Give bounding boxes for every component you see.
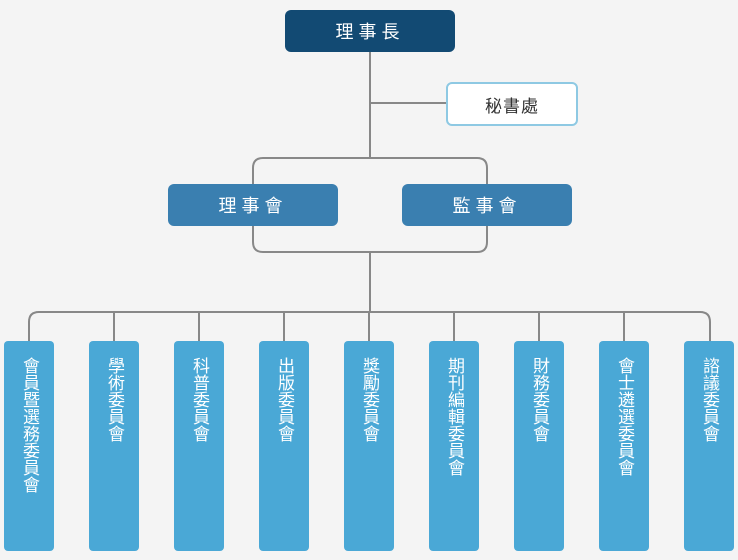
committee-label: 科普委員會 <box>189 357 209 442</box>
secretariat-node: 秘書處 <box>446 82 578 126</box>
committee-finance: 財務委員會 <box>514 341 564 551</box>
committee-advisory: 諮議委員會 <box>684 341 734 551</box>
committee-label: 出版委員會 <box>274 357 294 442</box>
committee-fellow-selection: 會士遴選委員會 <box>599 341 649 551</box>
committee-label: 財務委員會 <box>529 357 549 442</box>
committee-label: 會員暨選務委員會 <box>19 357 39 493</box>
boards-bracket-bottom <box>252 226 488 253</box>
chair-node: 理事長 <box>285 10 455 52</box>
committee-label: 學術委員會 <box>104 357 124 442</box>
committee-label: 獎勵委員會 <box>359 357 379 442</box>
board-of-directors-label: 理事會 <box>218 196 288 217</box>
committee-label: 期刊編輯委員會 <box>444 357 464 476</box>
committee-membership-election: 會員暨選務委員會 <box>4 341 54 551</box>
committee-publication: 出版委員會 <box>259 341 309 551</box>
committee-academic: 學術委員會 <box>89 341 139 551</box>
committee-label: 諮議委員會 <box>699 357 719 442</box>
board-of-supervisors-label: 監事會 <box>452 196 522 217</box>
committee-awards: 獎勵委員會 <box>344 341 394 551</box>
board-of-directors-node: 理事會 <box>168 184 338 226</box>
boards-bracket-top <box>252 157 488 184</box>
board-of-supervisors-node: 監事會 <box>402 184 572 226</box>
committee-label: 會士遴選委員會 <box>614 357 634 476</box>
committee-journal-editorial: 期刊編輯委員會 <box>429 341 479 551</box>
chair-label: 理事長 <box>335 22 405 43</box>
committee-drop-lines <box>113 312 625 341</box>
committee-science-popularization: 科普委員會 <box>174 341 224 551</box>
secretariat-label: 秘書處 <box>485 96 539 117</box>
